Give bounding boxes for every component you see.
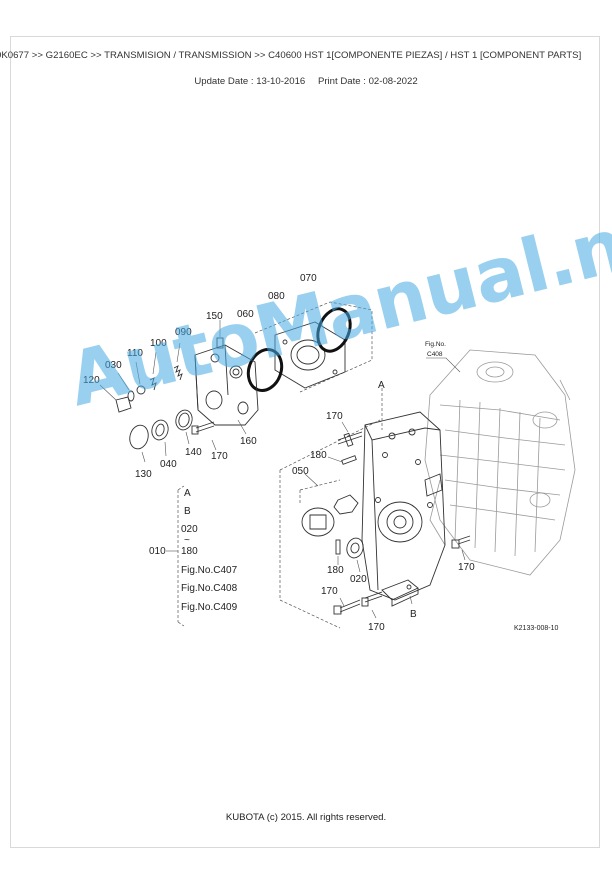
label-140: 140 [185, 447, 202, 458]
label-040: 040 [160, 459, 177, 470]
washer-030-drawing [117, 372, 135, 402]
bracket-item-tilde: ~ [184, 535, 190, 546]
fig-ref-line2: C408 [427, 351, 443, 358]
marker-a: A [378, 380, 385, 391]
o-ring-060-drawing [246, 348, 284, 392]
label-030: 030 [105, 360, 122, 371]
bolt-170-bottom-drawing [333, 591, 383, 619]
bracket-item-b: B [184, 506, 191, 517]
valve-block-drawing [194, 344, 259, 426]
label-020: 020 [350, 574, 367, 585]
pin-180-drawing [327, 455, 357, 565]
bolt-170-upper-drawing [337, 421, 363, 447]
footer-copyright: KUBOTA (c) 2015. All rights reserved. [225, 812, 387, 823]
flange-080-drawing [274, 321, 346, 389]
label-170-bottom-left: 170 [321, 586, 338, 597]
bracket-root: 010 [149, 546, 166, 557]
label-120: 120 [83, 375, 100, 386]
label-050: 050 [292, 466, 309, 477]
label-160: 160 [240, 436, 257, 447]
bracket-item-a: A [184, 488, 191, 499]
marker-b: B [410, 609, 417, 620]
label-070: 070 [300, 273, 317, 284]
bracket-item-c409: Fig.No.C409 [181, 602, 238, 613]
plug-120-drawing [99, 384, 132, 413]
fig-ref-line1: Fig.No. [425, 341, 446, 348]
lead-160 [237, 419, 247, 435]
label-170-left: 170 [211, 451, 228, 462]
label-060: 060 [237, 309, 254, 320]
page-frame [10, 36, 600, 848]
bracket-item-020: 020 [181, 524, 198, 535]
bracket-list: 010 A B 020 ~ 180 Fig.No.C407 Fig.No.C40… [149, 485, 238, 627]
bracket-item-c408: Fig.No.C408 [181, 583, 238, 594]
label-170-bottom-right: 170 [368, 622, 385, 633]
transmission-case-drawing [424, 349, 576, 576]
spring-090-drawing [173, 342, 183, 381]
pump-boundary [279, 419, 381, 629]
drawing-code: K2133-008-10 [514, 625, 558, 632]
o-ring-070-drawing [316, 307, 352, 353]
label-110: 110 [127, 348, 143, 359]
breadcrumb: 0K0677 >> G2160EC >> TRANSMISION / TRANS… [0, 50, 612, 66]
bracket-item-180: 180 [181, 546, 198, 557]
print-date: Print Date : 02-08-2022 [317, 76, 418, 87]
poppet-100-drawing [149, 351, 157, 391]
plug-150-drawing [216, 320, 224, 349]
update-date: Update Date : 13-10-2016 [194, 76, 306, 87]
pump-body-drawing [361, 411, 446, 601]
bracket-item-c407: Fig.No.C407 [181, 565, 238, 576]
gear-050-drawing [299, 473, 359, 537]
bolt-170-right-drawing [451, 535, 471, 561]
ball-110-drawing [135, 361, 146, 395]
date-line: Update Date : 13-10-2016 Print Date : 02… [0, 76, 612, 87]
breadcrumb-text: 0K0677 >> G2160EC >> TRANSMISION / TRANS… [0, 50, 582, 61]
block-b-drawing [381, 579, 419, 607]
label-180-lower: 180 [327, 565, 344, 576]
fig-ref-leader [426, 357, 461, 373]
label-150: 150 [206, 311, 223, 322]
label-100: 100 [150, 338, 167, 349]
bolt-170-left-drawing [191, 421, 217, 451]
label-180-upper: 180 [310, 450, 327, 461]
label-170-upper: 170 [326, 411, 343, 422]
label-130: 130 [135, 469, 152, 480]
label-170-right: 170 [458, 562, 475, 573]
flange-boundary [254, 301, 373, 393]
label-090: 090 [175, 327, 192, 338]
seal-set-drawing [129, 409, 193, 463]
seal-020-drawing [346, 537, 364, 573]
label-080: 080 [268, 291, 285, 302]
